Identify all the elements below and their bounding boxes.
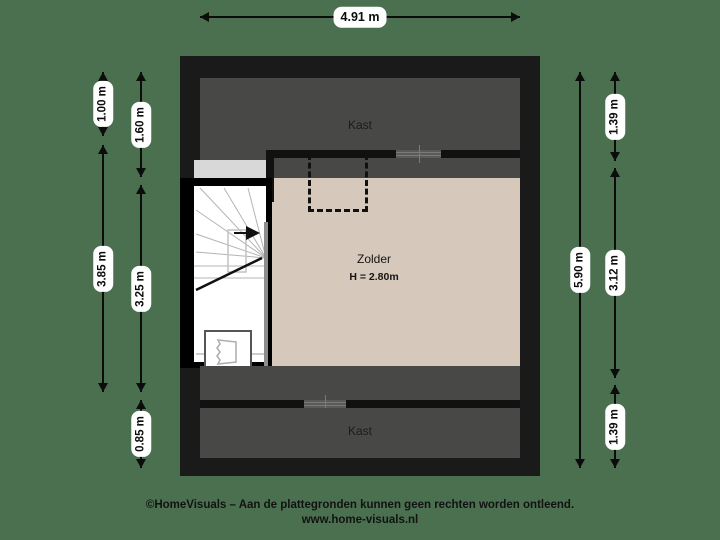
dimension-right-inner-3: 1.39 m xyxy=(604,385,626,468)
arrowhead-down-icon xyxy=(98,127,108,136)
arrowhead-up-icon xyxy=(610,385,620,394)
window-symbol-top xyxy=(396,145,441,163)
dimension-label: 4.91 m xyxy=(333,6,387,28)
room-name: Kast xyxy=(347,424,373,438)
arrowhead-down-icon xyxy=(136,459,146,468)
dimension-left-outer-1: 1.00 m xyxy=(92,72,114,136)
arrowhead-down-icon xyxy=(610,369,620,378)
arrowhead-up-icon xyxy=(610,72,620,81)
dimension-left-inner-1: 1.60 m xyxy=(130,72,152,177)
dimension-label: 3.12 m xyxy=(605,250,625,296)
stair-railing xyxy=(264,222,268,368)
dimension-label: 3.25 m xyxy=(131,265,151,312)
arrowhead-down-icon xyxy=(575,459,585,468)
room-name: Kast xyxy=(347,118,373,132)
dimension-label: 1.39 m xyxy=(605,403,625,450)
footer-disclaimer: ©HomeVisuals – Aan de plattegronden kunn… xyxy=(0,498,720,528)
zolder-knee-wall-band-bottom xyxy=(200,366,520,402)
dimension-left-outer-2: 3.85 m xyxy=(92,145,114,392)
footer-line-website: www.home-visuals.nl xyxy=(301,514,419,526)
staircase-treads-icon xyxy=(194,187,266,355)
arrowhead-down-icon xyxy=(136,168,146,177)
dimension-right-outer-1: 5.90 m xyxy=(569,72,591,468)
room-label-kast-bottom: Kast xyxy=(348,424,372,438)
arrowhead-up-icon xyxy=(136,72,146,81)
dimension-label: 1.39 m xyxy=(605,93,625,140)
room-height: H = 2.80m xyxy=(349,271,399,283)
arrowhead-up-icon xyxy=(575,72,585,81)
floorplan-drawing: Kast xyxy=(180,56,540,476)
arrowhead-down-icon xyxy=(136,383,146,392)
dimension-left-inner-3: 0.85 m xyxy=(130,400,152,468)
arrowhead-down-icon xyxy=(610,459,620,468)
window-left-exterior xyxy=(194,160,266,178)
window-mullion xyxy=(325,395,326,413)
dimension-overall-width: 4.91 m xyxy=(200,6,520,28)
dimension-left-inner-2: 3.25 m xyxy=(130,185,152,392)
dimension-label: 3.85 m xyxy=(93,245,113,292)
interior-wall-bottom xyxy=(200,400,520,408)
arrowhead-left-icon xyxy=(200,12,209,22)
dimension-label: 5.90 m xyxy=(570,247,590,293)
arrowhead-up-icon xyxy=(98,145,108,154)
arrowhead-right-icon xyxy=(511,12,520,22)
dormer-outline xyxy=(308,154,368,212)
dimension-label: 0.85 m xyxy=(131,411,151,457)
room-label-kast-top: Kast xyxy=(348,118,372,132)
room-label-zolder: Zolder H = 2.80m xyxy=(349,252,398,283)
room-kast-bottom xyxy=(200,408,520,458)
arrowhead-up-icon xyxy=(610,168,620,177)
dimension-right-inner-1: 1.39 m xyxy=(604,72,626,161)
arrowhead-down-icon xyxy=(98,383,108,392)
dimension-label: 1.00 m xyxy=(93,81,113,127)
dimension-right-inner-2: 3.12 m xyxy=(604,168,626,378)
arrowhead-up-icon xyxy=(136,185,146,194)
interior-wall-left-jog xyxy=(266,150,274,202)
window-symbol-bottom xyxy=(304,395,346,413)
fixture-shape-icon xyxy=(216,339,237,365)
room-name: Zolder xyxy=(356,252,392,266)
zolder-knee-wall-band-top xyxy=(272,156,520,178)
footer-line-copyright: ©HomeVisuals – Aan de plattegronden kunn… xyxy=(145,499,575,511)
window-mullion xyxy=(418,145,420,163)
arrowhead-up-icon xyxy=(98,72,108,81)
arrowhead-down-icon xyxy=(610,152,620,161)
arrowhead-up-icon xyxy=(136,400,146,409)
dimension-label: 1.60 m xyxy=(131,101,151,148)
